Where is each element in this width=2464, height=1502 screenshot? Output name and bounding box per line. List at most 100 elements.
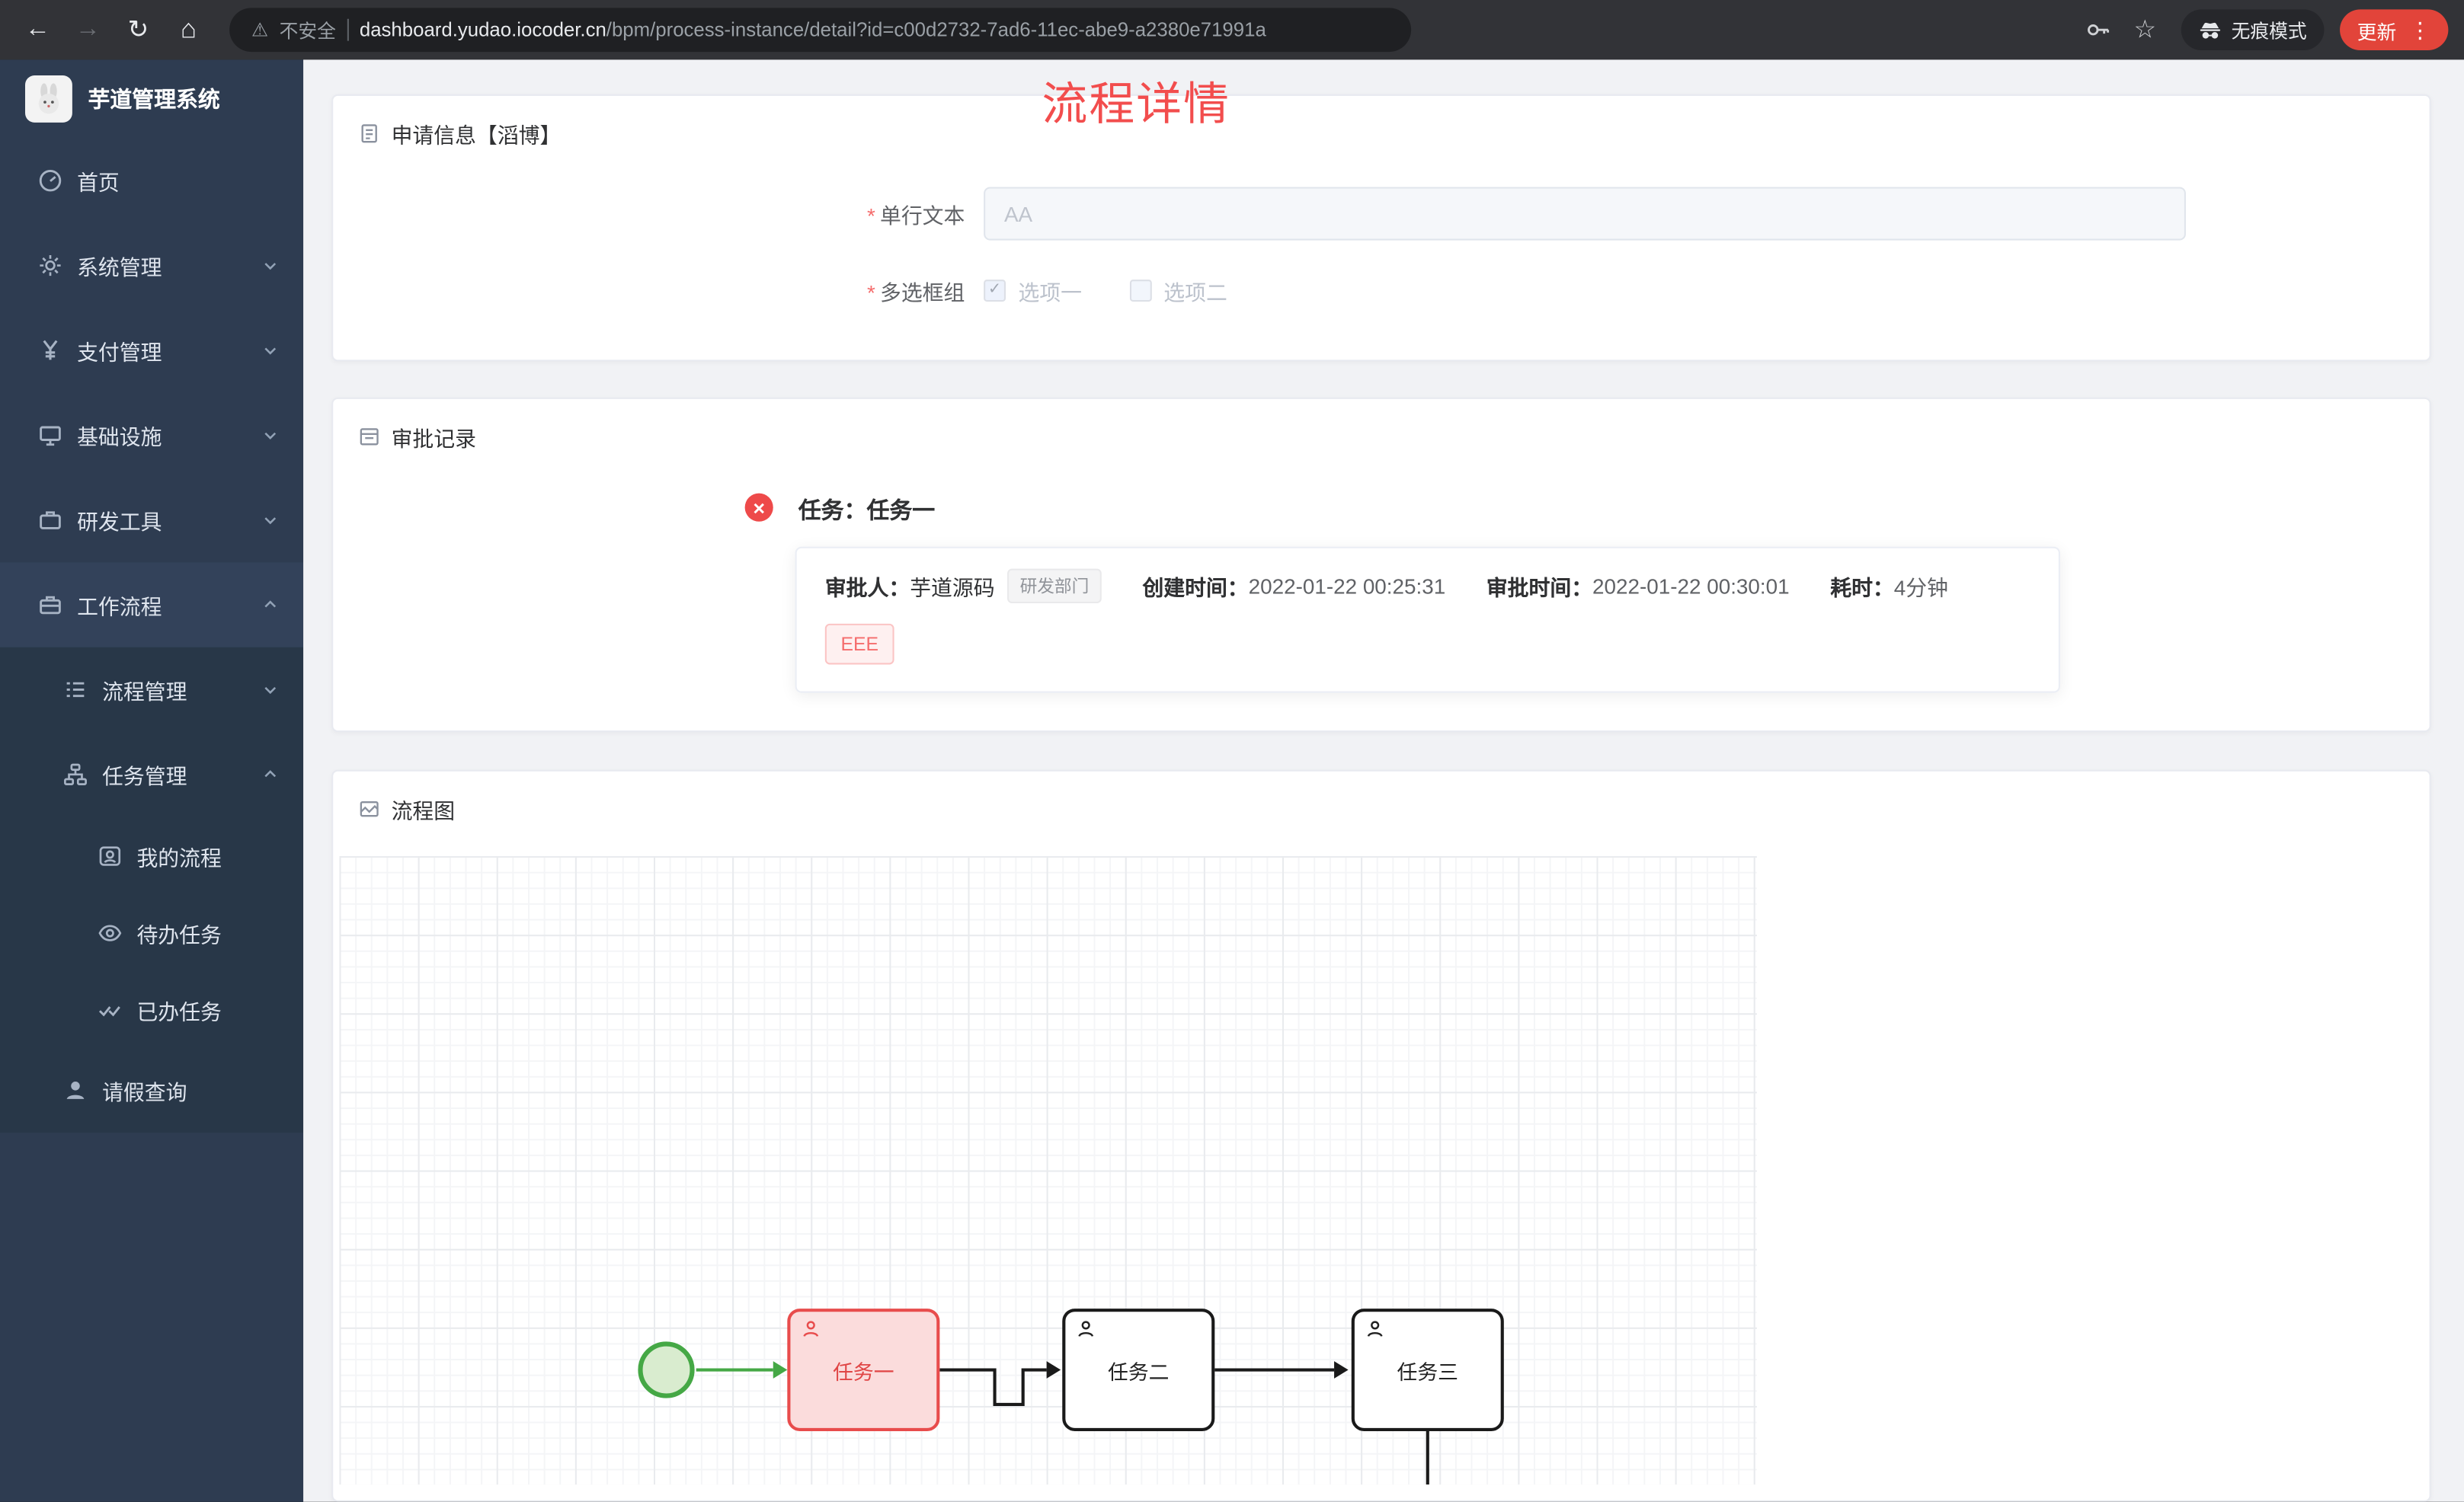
monitor-icon [38, 423, 63, 448]
sidebar-item-label: 工作流程 [77, 595, 162, 619]
double-check-icon [98, 997, 123, 1022]
bpmn-task-node-3[interactable]: 任务三 [1351, 1309, 1504, 1431]
address-bar[interactable]: ⚠ 不安全 dashboard.yudao.iocoder.cn/bpm/pro… [229, 8, 1412, 53]
update-label: 更新 [2357, 21, 2397, 43]
single-line-text-input[interactable] [984, 187, 2186, 241]
sidebar-item-devtools[interactable]: 研发工具 [0, 478, 303, 562]
id-card-icon [98, 843, 123, 868]
sidebar-item-home[interactable]: 首页 [0, 139, 303, 223]
approval-detail-box: 审批人： 芋道源码 研发部门 创建时间： 2022-01-22 00:25:31… [795, 546, 2060, 693]
person-icon [63, 1078, 88, 1103]
eye-icon [98, 920, 123, 945]
back-icon[interactable]: ← [25, 15, 50, 43]
password-key-icon[interactable] [2078, 9, 2119, 50]
approver-name: 芋道源码 [910, 576, 995, 600]
duration-group: 耗时： 4分钟 [1830, 570, 1948, 602]
main-content: 流程详情 申请信息【滔博】 *单行文本 *多选框组 [303, 59, 2464, 1502]
incognito-badge: 无痕模式 [2181, 9, 2325, 50]
sidebar-item-leave-query[interactable]: 请假查询 [0, 1048, 303, 1133]
sidebar-item-payment[interactable]: 支付管理 [0, 308, 303, 392]
required-mark: * [866, 204, 875, 228]
created-label: 创建时间： [1142, 576, 1249, 600]
security-label: 不安全 [279, 19, 336, 42]
process-diagram-card: 流程图 [331, 769, 2431, 1502]
forward-icon[interactable]: → [75, 15, 101, 43]
sidebar-item-label: 已办任务 [136, 999, 222, 1024]
reload-icon[interactable]: ↻ [127, 17, 149, 44]
checkbox-unchecked-icon [1128, 280, 1151, 302]
address-divider [347, 18, 349, 41]
approval-card-title: 审批记录 [391, 427, 476, 451]
sidebar-item-label: 系统管理 [77, 256, 162, 280]
task-title: 任务：任务一 [798, 499, 936, 525]
user-task-icon [1365, 1320, 1384, 1339]
task-node-label: 任务三 [1397, 1360, 1458, 1384]
chevron-down-icon [262, 427, 278, 443]
sidebar-item-label: 流程管理 [102, 680, 187, 704]
sidebar-item-todo-tasks[interactable]: 待办任务 [0, 894, 303, 971]
dashboard-icon [38, 168, 63, 193]
apply-card-header: 申请信息【滔博】 [333, 96, 2429, 149]
incognito-label: 无痕模式 [2231, 19, 2307, 42]
approval-card-header: 审批记录 [333, 399, 2429, 452]
approval-records-card: 审批记录 × 任务：任务一 审批人： 芋道源码 研发部门 创建时间： 2022-… [331, 397, 2431, 733]
dept-tag: 研发部门 [1007, 568, 1102, 603]
apply-card-title: 申请信息【滔博】 [391, 123, 562, 148]
sidebar-item-process-management[interactable]: 流程管理 [0, 647, 303, 732]
field-label: *多选框组 [866, 281, 965, 305]
approval-detail-row: 审批人： 芋道源码 研发部门 创建时间： 2022-01-22 00:25:31… [825, 568, 2030, 603]
sidebar-item-task-management[interactable]: 任务管理 [0, 732, 303, 817]
record-icon [358, 426, 380, 448]
browser-toolbar: ← → ↻ ⌂ ⚠ 不安全 dashboard.yudao.iocoder.cn… [0, 0, 2464, 60]
chevron-up-icon [262, 597, 278, 613]
bpmn-start-event[interactable] [638, 1341, 695, 1398]
sidebar-item-my-processes[interactable]: 我的流程 [0, 817, 303, 894]
workflow-icon [38, 593, 63, 618]
bpmn-task-node-2[interactable]: 任务二 [1062, 1309, 1215, 1431]
approval-comment-tag: EEE [824, 623, 894, 665]
url-path: /bpm/process-instance/detail?id=c00d2732… [606, 18, 1266, 41]
list-icon [63, 677, 88, 702]
browser-menu-icon[interactable]: ⋮ [2408, 16, 2431, 42]
chevron-down-icon [262, 343, 278, 359]
bookmark-star-icon[interactable]: ☆ [2133, 17, 2157, 44]
field-label: *单行文本 [866, 204, 965, 228]
task-node-label: 任务一 [833, 1360, 894, 1384]
checkbox-label: 选项一 [1018, 281, 1083, 305]
chevron-up-icon [262, 767, 278, 783]
bpmn-task-node-1[interactable]: 任务一 [787, 1309, 940, 1431]
created-time: 2022-01-22 00:25:31 [1248, 574, 1446, 598]
task-failed-icon: × [744, 493, 773, 522]
sidebar-item-label: 支付管理 [77, 340, 162, 365]
user-task-icon [802, 1320, 821, 1339]
url-text[interactable]: dashboard.yudao.iocoder.cn/bpm/process-i… [360, 19, 1266, 41]
document-icon [358, 123, 380, 145]
url-domain: dashboard.yudao.iocoder.cn [359, 18, 606, 41]
task-node-label: 任务二 [1108, 1360, 1170, 1384]
update-button[interactable]: 更新 ⋮ [2340, 9, 2449, 50]
sidebar-logo[interactable]: 芋道管理系统 [0, 59, 303, 138]
approved-time: 2022-01-22 00:30:01 [1592, 574, 1790, 598]
bpmn-canvas[interactable]: 任务一 任务二 任务三 [339, 856, 1757, 1485]
sidebar: 芋道管理系统 首页 系统管理 支付管理 [0, 59, 304, 1502]
logo-avatar [25, 75, 72, 123]
checkbox-option-1[interactable]: ✓ 选项一 [984, 275, 1082, 306]
chevron-down-icon [262, 512, 278, 528]
checkbox-group: ✓ 选项一 选项二 [984, 275, 1227, 306]
sidebar-item-workflow[interactable]: 工作流程 [0, 562, 304, 647]
chevron-down-icon [262, 257, 278, 273]
incognito-spy-icon [2200, 21, 2220, 38]
sidebar-item-done-tasks[interactable]: 已办任务 [0, 971, 303, 1048]
sidebar-item-label: 基础设施 [77, 425, 162, 449]
sidebar-item-label: 首页 [77, 171, 120, 195]
bpmn-edges [696, 1361, 1429, 1485]
home-icon[interactable]: ⌂ [180, 14, 197, 44]
checkbox-option-2[interactable]: 选项二 [1128, 275, 1227, 306]
briefcase-icon [38, 507, 63, 532]
approved-label: 审批时间： [1486, 576, 1593, 600]
sidebar-item-system[interactable]: 系统管理 [0, 223, 303, 308]
yen-icon [38, 337, 63, 363]
sidebar-item-infrastructure[interactable]: 基础设施 [0, 393, 303, 478]
approved-group: 审批时间： 2022-01-22 00:30:01 [1486, 570, 1790, 602]
